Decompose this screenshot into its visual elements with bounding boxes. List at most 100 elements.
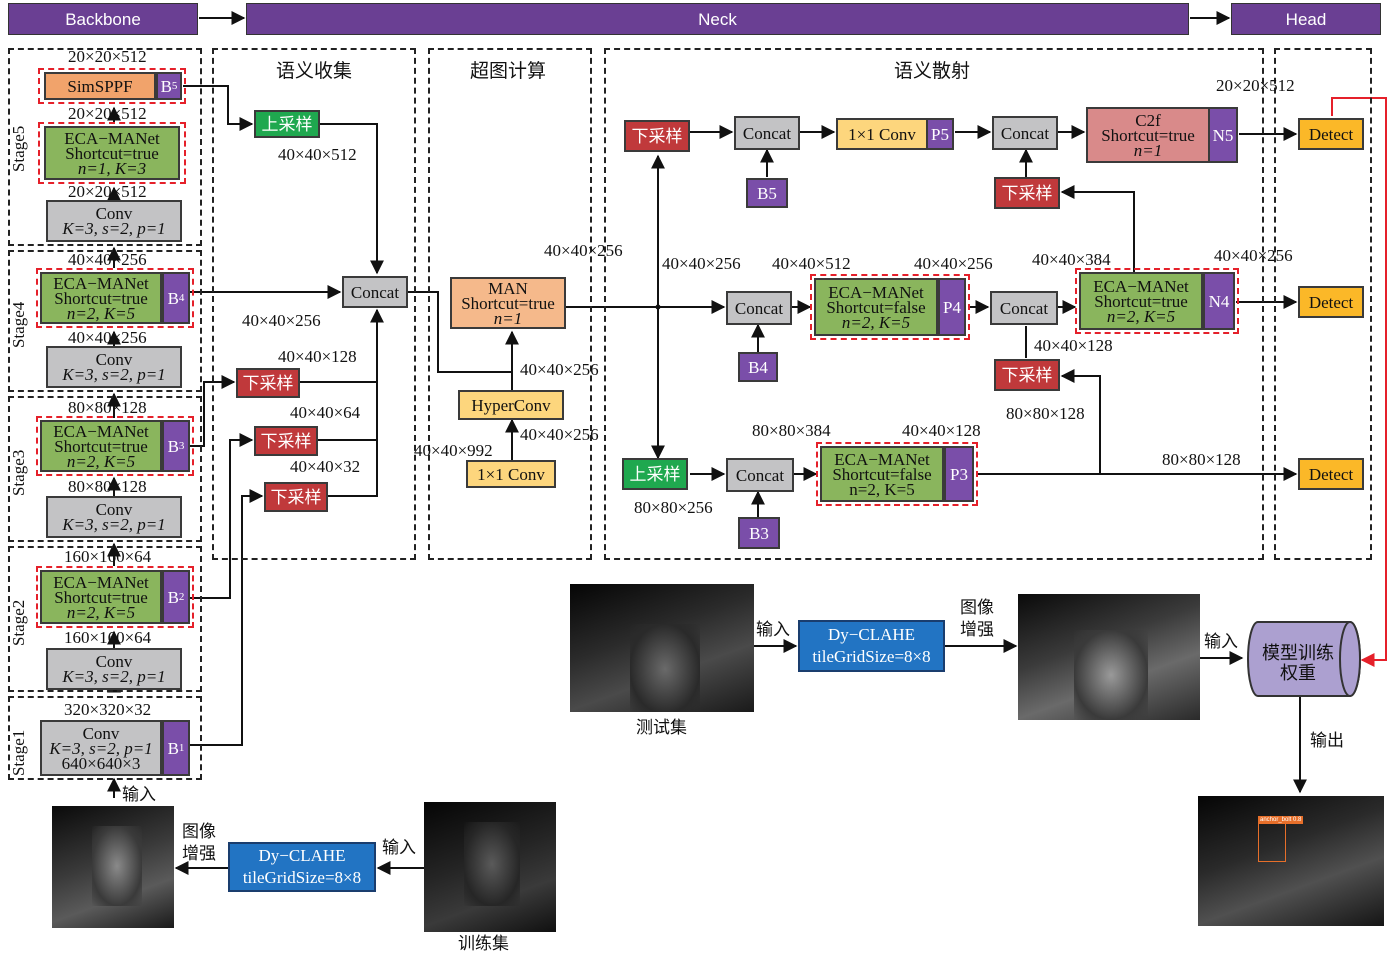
red-highlight	[38, 68, 186, 104]
enhanced-test-image	[1018, 594, 1200, 720]
b3-input: B3	[738, 517, 780, 549]
test-image	[570, 584, 754, 712]
enhance-label-1: 图像增强	[960, 597, 994, 641]
train-image	[424, 802, 556, 932]
stage5-frame	[8, 48, 202, 246]
concat-mid-2: Concat	[990, 291, 1058, 325]
p3-tag: P3	[944, 446, 974, 502]
line: Conv	[82, 723, 120, 743]
dim-label: 20×20×512	[68, 182, 147, 201]
line: Conv	[95, 500, 133, 519]
dim-label: 40×40×256	[68, 250, 147, 269]
line: ECA−MANet	[1093, 276, 1189, 296]
upsample-block: 上采样	[254, 110, 320, 138]
scatter-title: 语义散射	[894, 61, 971, 82]
output-label: 输出	[1310, 731, 1344, 750]
line: K=3, s=2, p=1	[49, 738, 153, 758]
line: ECA−MANet	[53, 421, 149, 441]
dim-label: 320×320×32	[64, 700, 152, 719]
line: tileGridSize=8×8	[812, 647, 931, 666]
dim-label: 80×80×128	[1006, 404, 1085, 423]
p5-tag: P5	[926, 118, 954, 150]
neck-header: Neck	[246, 3, 1189, 35]
line: tileGridSize=8×8	[242, 868, 362, 887]
tag-sub: 3	[178, 439, 185, 452]
collect-concat: Concat	[342, 276, 408, 308]
dim-label: 20×20×512	[68, 104, 147, 123]
dim-label: 20×20×512	[1216, 76, 1295, 95]
test-set-label: 测试集	[636, 718, 687, 737]
stage1-frame	[8, 696, 202, 780]
tag-letter: B	[167, 738, 179, 758]
enhanced-train-image	[52, 806, 174, 928]
conv1x1-p5: 1×1 Conv	[836, 118, 928, 150]
dim-label: 40×40×32	[290, 457, 361, 476]
detection-tag: anchor_bolt 0.8	[1258, 816, 1304, 824]
p4-tag: P4	[938, 278, 966, 336]
downsample-block-1: 下采样	[236, 368, 300, 398]
line: n=2, K=5	[66, 303, 136, 323]
line: Shortcut=false	[826, 297, 926, 317]
detection-box	[1258, 822, 1286, 862]
dim-label: 80×80×128	[68, 477, 147, 496]
tag-sub: 1	[178, 741, 185, 754]
concat-bottom: Concat	[726, 458, 794, 492]
tag-letter: B	[167, 288, 179, 308]
downsample-block-2: 下采样	[254, 426, 318, 456]
dim-label: 40×40×512	[278, 145, 357, 164]
line: ECA−MANet	[64, 128, 160, 148]
line: n=1	[493, 308, 523, 328]
line: ECA−MANet	[828, 282, 924, 302]
line: Shortcut=true	[1094, 291, 1188, 311]
line: n=1	[1133, 140, 1163, 160]
dim-label: 40×40×256	[914, 254, 993, 273]
tag-letter: B	[160, 76, 172, 96]
downsample-block-3: 下采样	[264, 482, 328, 512]
tag-letter: B	[167, 587, 179, 607]
line: n=1, K=3	[77, 158, 147, 178]
stage4-frame	[8, 250, 202, 392]
image-highlight	[92, 826, 142, 906]
dim-label: 40×40×256	[68, 328, 147, 347]
line: Shortcut=true	[65, 143, 159, 163]
line: Conv	[95, 350, 133, 369]
line: Shortcut=true	[54, 587, 148, 607]
n5-tag: N5	[1208, 107, 1238, 163]
stage3-frame	[8, 396, 202, 542]
downsample-top: 下采样	[624, 120, 690, 152]
model-weight-label: 模型训练权重	[1258, 643, 1338, 683]
stage2-frame	[8, 546, 202, 692]
tag-sub: 2	[178, 590, 185, 603]
red-highlight	[810, 274, 970, 340]
line: n=2, K=5	[849, 479, 915, 499]
n4-tag: N4	[1203, 272, 1235, 330]
line: Conv	[95, 652, 133, 671]
dim-label: 20×20×512	[68, 47, 147, 66]
line: 模型训练	[1262, 643, 1334, 663]
dim-label: 40×40×992	[414, 441, 493, 460]
dim-label: 40×40×128	[1034, 336, 1113, 355]
line: Shortcut=false	[832, 464, 932, 484]
dim-label: 80×80×128	[68, 398, 147, 417]
line: Shortcut=true	[461, 293, 555, 313]
image-highlight	[630, 624, 700, 712]
detect-2: Detect	[1298, 286, 1364, 318]
line: 权重	[1280, 663, 1316, 683]
b4-input: B4	[738, 352, 778, 382]
conv1x1-hyper: 1×1 Conv	[466, 460, 556, 488]
line: ECA−MANet	[834, 449, 930, 469]
b5-input: B5	[746, 178, 788, 208]
line: C2f	[1135, 110, 1161, 130]
image-highlight	[1074, 630, 1148, 720]
